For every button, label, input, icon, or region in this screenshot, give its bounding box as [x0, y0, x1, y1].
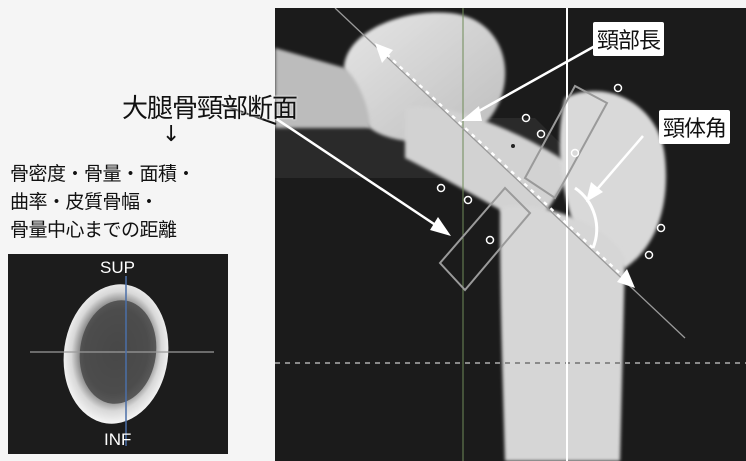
femoral-shaft [500, 205, 625, 461]
inferior-label: INF [104, 430, 131, 450]
center-point [511, 144, 515, 148]
measurement-line-1: 骨密度・骨量・面積・ [10, 163, 195, 185]
neck-shaft-angle-label: 頸体角 [659, 110, 730, 144]
cross-section-panel: SUP INF [8, 254, 228, 454]
measurement-list: 骨密度・骨量・面積・ 曲率・皮質骨幅・ 骨量中心までの距離 [10, 160, 195, 244]
down-arrow: ↓ [162, 124, 180, 146]
cross-section-image [8, 254, 228, 454]
superior-label: SUP [100, 258, 135, 278]
cross-section-title: 大腿骨頸部断面 [122, 88, 297, 125]
measurement-line-2: 曲率・皮質骨幅・ [10, 191, 158, 213]
measurement-line-3: 骨量中心までの距離 [10, 219, 177, 241]
neck-length-label: 頸部長 [593, 22, 664, 56]
femur-ct-panel: 頸部長 頸体角 [275, 8, 746, 461]
femur-ct-image [275, 8, 746, 461]
